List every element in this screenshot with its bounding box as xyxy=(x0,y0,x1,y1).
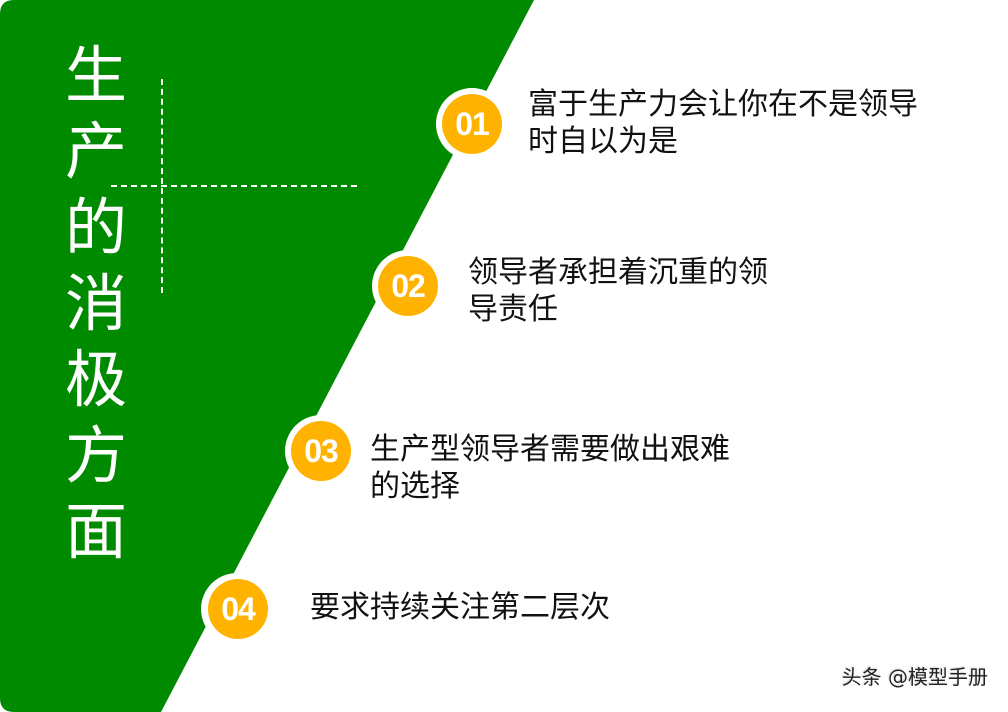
item-text: 要求持续关注第二层次 xyxy=(310,590,610,625)
title-char: 生 xyxy=(64,39,127,112)
title-char: 方 xyxy=(64,419,127,492)
title-char: 极 xyxy=(64,343,127,416)
number-badge: 04 xyxy=(208,579,268,639)
title-char: 的 xyxy=(64,191,127,264)
item-text: 富于生产力会让你在不是领导 时自以为是 xyxy=(528,87,918,159)
page-title: 生 产 的 消 极 方 面 xyxy=(56,38,136,570)
number-badge: 02 xyxy=(378,256,438,316)
number-badge: 03 xyxy=(291,421,351,481)
number-badge: 01 xyxy=(442,94,502,154)
dashed-horizontal-divider xyxy=(111,185,357,187)
watermark: 头条 @模型手册 xyxy=(841,665,988,689)
item-text: 生产型领导者需要做出艰难 的选择 xyxy=(370,432,730,504)
title-char: 消 xyxy=(64,267,127,340)
item-text: 领导者承担着沉重的领 导责任 xyxy=(468,255,768,327)
title-char: 产 xyxy=(64,115,127,188)
title-char: 面 xyxy=(64,495,127,568)
